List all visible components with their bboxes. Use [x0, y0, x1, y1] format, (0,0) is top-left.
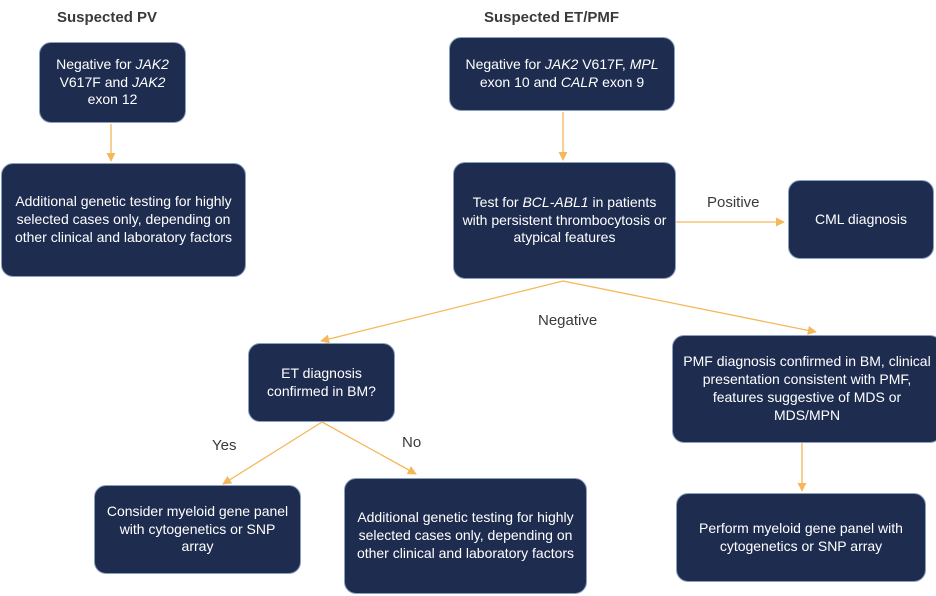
- gene-name: BCL-ABL1: [522, 193, 589, 210]
- box-pv-negative: Negative for JAK2 V617F and JAK2 exon 12: [39, 42, 186, 123]
- box-et-additional-testing: Additional genetic testing for highly se…: [344, 478, 587, 594]
- box-text: exon 9: [598, 74, 645, 90]
- box-text: V617F,: [578, 56, 630, 73]
- gene-name: JAK2: [544, 56, 579, 73]
- box-et-confirmed: ET diagnosis confirmed in BM?: [248, 343, 395, 422]
- arrow-bcr-test-to-et-confirmed: [320, 280, 564, 344]
- box-consider-panel: Consider myeloid gene panel with cytogen…: [94, 485, 301, 574]
- box-bcr-abl1-test: Test for BCL-ABL1 in patients with persi…: [453, 162, 676, 279]
- box-pmf-confirmed: PMF diagnosis confirmed in BM, clinical …: [672, 335, 936, 443]
- box-text: ET diagnosis confirmed in BM?: [267, 364, 376, 399]
- gene-name: JAK2: [135, 55, 169, 72]
- edge-label-positive: Positive: [707, 194, 760, 211]
- box-pv-additional-testing: Additional genetic testing for highly se…: [1, 163, 246, 277]
- box-text: Test for: [472, 193, 523, 210]
- box-cml-diagnosis: CML diagnosis: [788, 180, 934, 259]
- edge-label-no: No: [402, 434, 422, 451]
- box-text: V617F and: [59, 73, 132, 90]
- box-et-negative: Negative for JAK2 V617F, MPL exon 10 and…: [449, 37, 675, 111]
- arrow-bcr-test-to-pmf-confirmed: [562, 280, 817, 335]
- box-text: in patients with persistent thrombocytos…: [462, 193, 667, 246]
- box-text: PMF diagnosis confirmed in BM, clinical …: [683, 353, 931, 423]
- gene-name: MPL: [629, 56, 659, 73]
- box-text: Negative for: [56, 55, 136, 72]
- box-text: Additional genetic testing for highly se…: [356, 509, 575, 561]
- arrow-et-confirmed-to-consider-panel: [222, 421, 323, 485]
- box-text: Negative for: [465, 56, 545, 73]
- box-text: exon 10 and: [479, 74, 561, 90]
- box-text: exon 12: [87, 91, 138, 108]
- box-text: CML diagnosis: [814, 210, 908, 227]
- edge-label-yes: Yes: [212, 437, 237, 454]
- gene-name: CALR: [560, 74, 599, 90]
- header-suspected-pv: Suspected PV: [57, 9, 158, 26]
- gene-name: JAK2: [131, 73, 166, 90]
- arrow-et-confirmed-to-et-additional: [321, 421, 417, 475]
- edge-label-negative: Negative: [538, 312, 598, 329]
- header-suspected-et-pmf: Suspected ET/PMF: [484, 9, 620, 26]
- box-text: Consider myeloid gene panel with cytogen…: [106, 502, 289, 555]
- box-text: Perform myeloid gene panel with cytogene…: [699, 519, 903, 554]
- box-perform-panel: Perform myeloid gene panel with cytogene…: [676, 493, 926, 582]
- box-text: Additional genetic testing for highly se…: [14, 193, 233, 245]
